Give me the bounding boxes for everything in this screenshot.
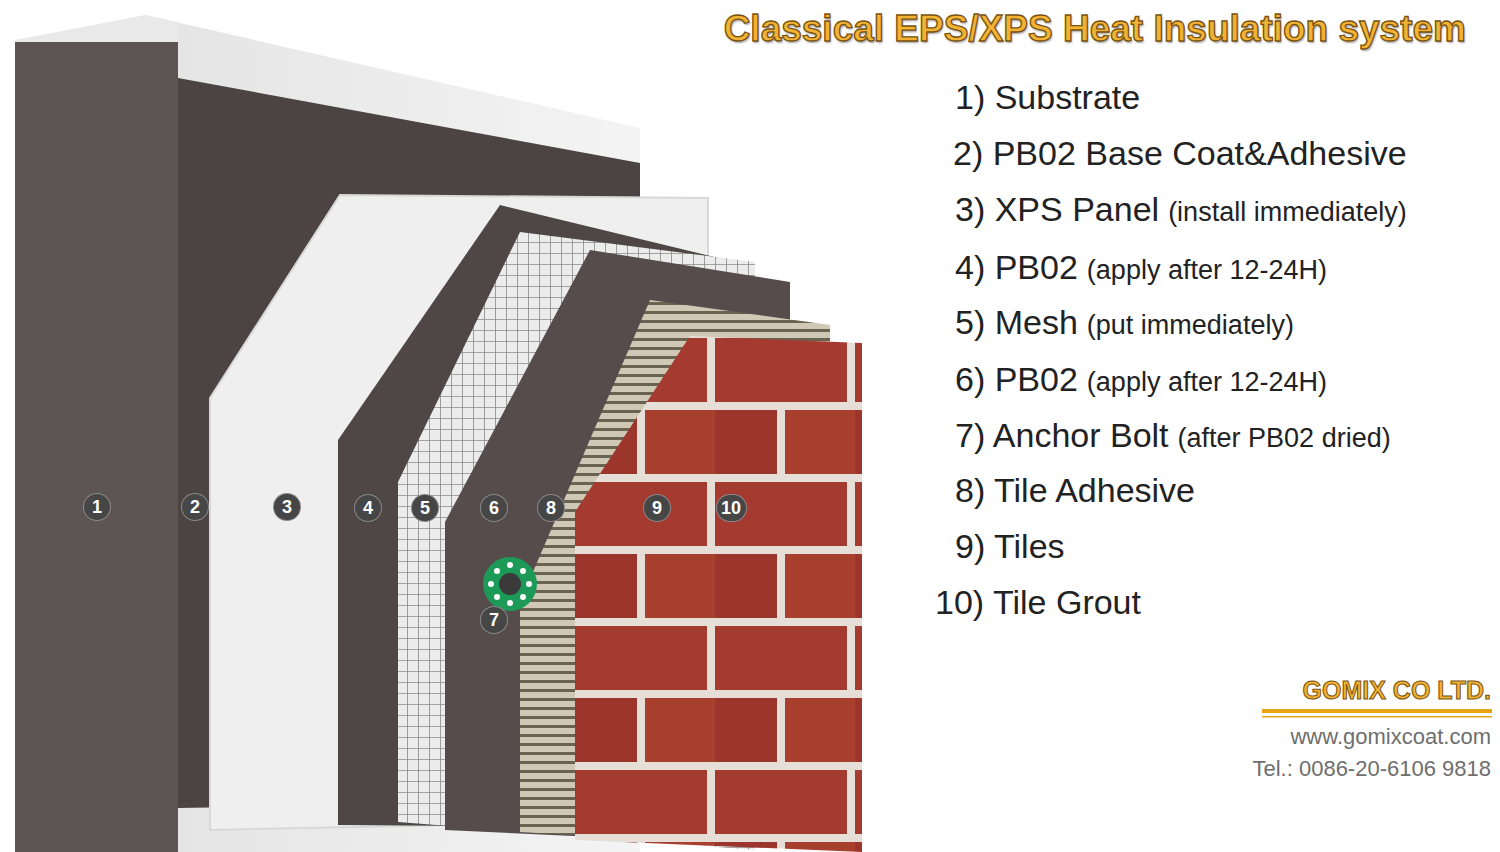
list-item: 5) Mesh bbox=[955, 303, 1078, 342]
anchor-bolt bbox=[483, 557, 537, 611]
list-item: 10) Tile Grout bbox=[935, 583, 1141, 622]
list-row: 8) Tile Adhesive bbox=[955, 471, 1195, 510]
list-note: (after PB02 dried) bbox=[1178, 423, 1391, 454]
tile-layer bbox=[575, 336, 862, 852]
list-row: 6) PB02 (apply after 12-24H) bbox=[955, 360, 1327, 399]
list-row: 1) Substrate bbox=[955, 78, 1140, 117]
list-note: (apply after 12-24H) bbox=[1087, 367, 1327, 398]
underline-bar bbox=[1262, 716, 1492, 718]
list-row: 9) Tiles bbox=[955, 527, 1065, 566]
callout-number: 4 bbox=[355, 495, 381, 521]
callout-number: 5 bbox=[412, 495, 438, 521]
callout-number: 10 bbox=[717, 495, 746, 521]
list-note: (put immediately) bbox=[1087, 310, 1294, 341]
substrate-face bbox=[15, 42, 178, 852]
list-row: 3) XPS Panel (install immediately) bbox=[955, 190, 1407, 229]
substrate-edge bbox=[15, 15, 178, 852]
callout-number: 2 bbox=[182, 494, 208, 520]
phone-number: Tel.: 0086-20-6106 9818 bbox=[1252, 756, 1491, 782]
company-name: GOMIX CO LTD. bbox=[1303, 676, 1491, 705]
website: www.gomixcoat.com bbox=[1290, 724, 1491, 750]
callout-number: 7 bbox=[481, 607, 507, 633]
list-item: 6) PB02 bbox=[955, 360, 1078, 399]
list-row: 5) Mesh (put immediately) bbox=[955, 303, 1294, 342]
callout-number: 3 bbox=[274, 494, 300, 520]
list-row: 4) PB02 (apply after 12-24H) bbox=[955, 248, 1327, 287]
title: Classical EPS/XPS Heat Insulation system bbox=[724, 8, 1466, 50]
callout-number: 6 bbox=[481, 495, 507, 521]
list-item: 1) Substrate bbox=[955, 78, 1140, 117]
list-note: (install immediately) bbox=[1168, 197, 1407, 228]
list-note: (apply after 12-24H) bbox=[1087, 255, 1327, 286]
list-item: 3) XPS Panel bbox=[955, 190, 1159, 229]
list-row: 2) PB02 Base Coat&Adhesive bbox=[953, 134, 1407, 173]
list-row: 10) Tile Grout bbox=[935, 583, 1141, 622]
underline-bar bbox=[1262, 709, 1492, 713]
list-item: 4) PB02 bbox=[955, 248, 1078, 287]
list-row: 7) Anchor Bolt (after PB02 dried) bbox=[955, 416, 1391, 455]
list-item: 7) Anchor Bolt bbox=[955, 416, 1169, 455]
list-item: 2) PB02 Base Coat&Adhesive bbox=[953, 134, 1407, 173]
callout-number: 8 bbox=[538, 495, 564, 521]
list-item: 9) Tiles bbox=[955, 527, 1065, 566]
callout-number: 9 bbox=[644, 495, 670, 521]
list-item: 8) Tile Adhesive bbox=[955, 471, 1195, 510]
callout-number: 1 bbox=[84, 494, 110, 520]
